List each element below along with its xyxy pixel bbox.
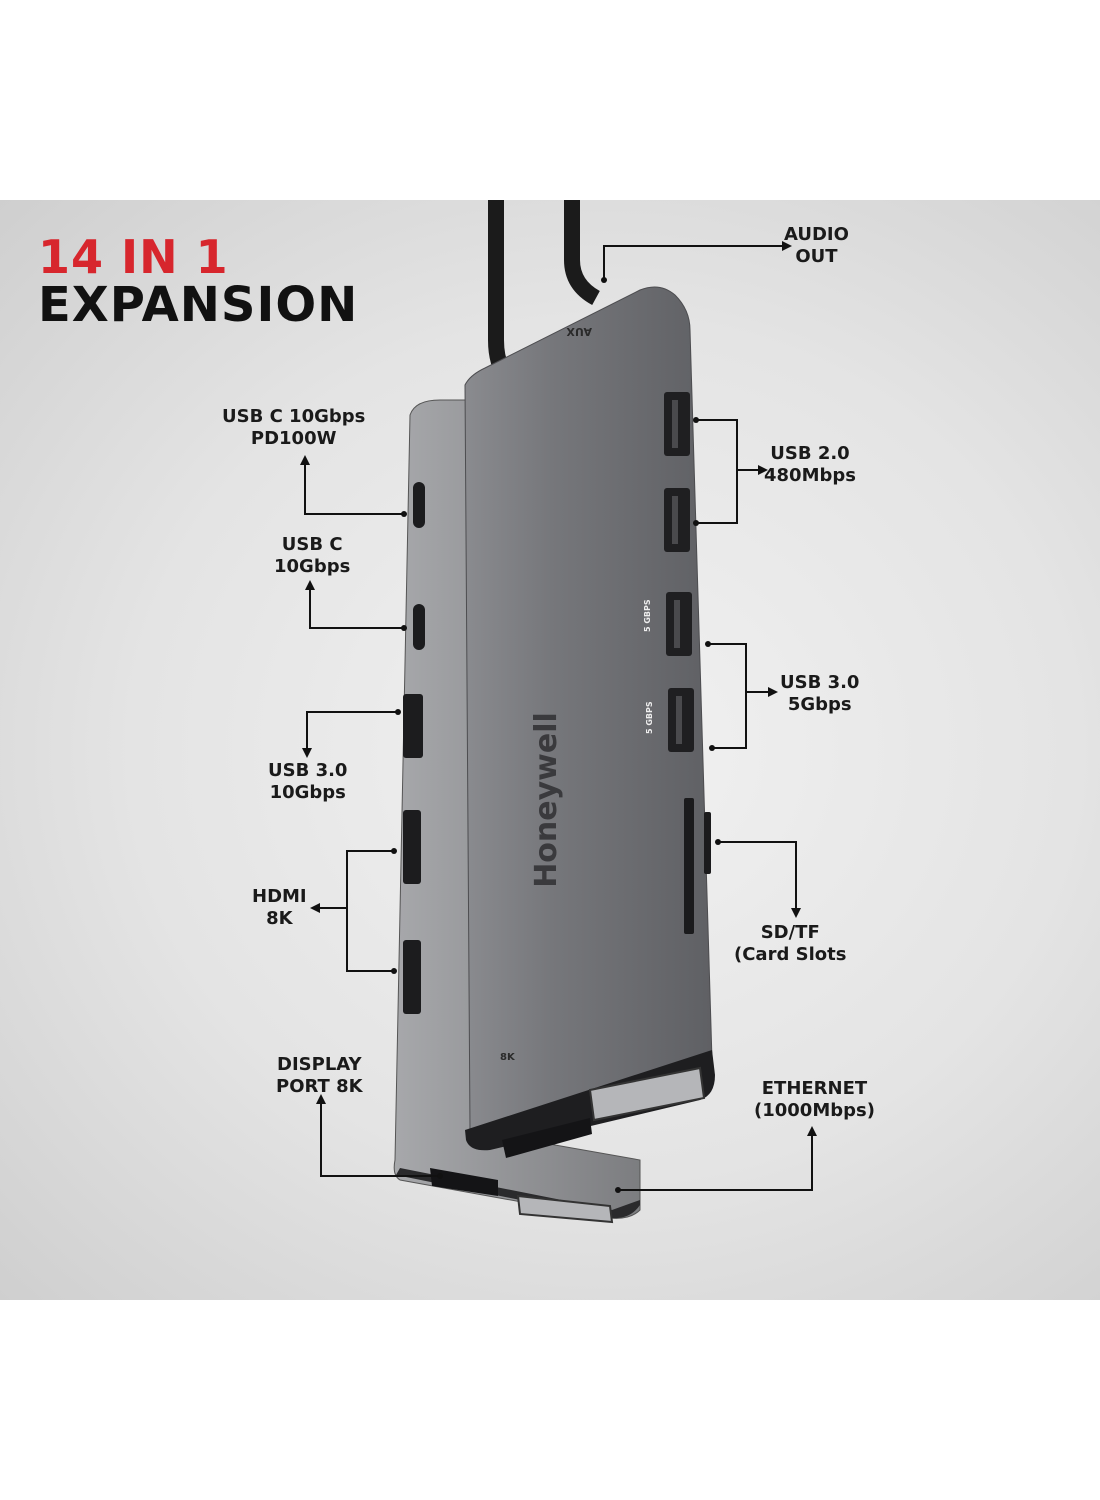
label-ethernet: ETHERNET(1000Mbps) (754, 1078, 875, 1121)
usbc-pd-port (413, 482, 425, 528)
aux-mark: AUX (566, 325, 592, 338)
usbc-port (413, 604, 425, 650)
displayport-front (502, 1118, 592, 1158)
product-panel: 14 IN 1 EXPANSION Honeywe (0, 200, 1100, 1300)
front-hub-body (464, 286, 715, 1151)
gbps-mark-2: 5 GBPS (645, 701, 654, 734)
ethernet-front (588, 1066, 706, 1122)
tf-slot (704, 812, 711, 874)
hdmi-port-2 (403, 940, 421, 1014)
label-sdtf: SD/TF(Card Slots (734, 922, 847, 965)
callout-arrows (300, 241, 817, 1193)
rear-bottom-ports (430, 1168, 614, 1224)
ethernet-rear (516, 1194, 614, 1224)
hdmi-port-1 (403, 810, 421, 884)
heading-count: 14 IN 1 (38, 230, 229, 284)
dp-8k-mark: 8K (500, 1052, 516, 1063)
rear-ports (403, 482, 425, 1014)
sd-slot (684, 798, 694, 934)
cable-right (564, 200, 601, 306)
gbps-mark-1: 5 GBPS (643, 599, 652, 632)
displayport-rear (430, 1168, 498, 1196)
front-bottom-ports (502, 1066, 706, 1158)
usb3-10g-port (403, 694, 423, 758)
callout-lines (304, 245, 813, 1191)
heading-expansion: EXPANSION (38, 277, 359, 333)
brand-logo: Honeywell (529, 712, 564, 888)
hub-illustration: Honeywell AUX (300, 200, 817, 1224)
